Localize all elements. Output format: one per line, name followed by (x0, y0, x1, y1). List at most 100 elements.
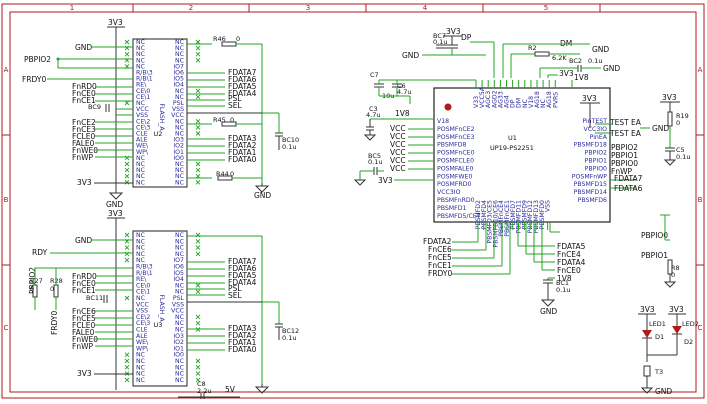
controller-right-pin-label: PBPIO2 (585, 150, 607, 157)
flash-u2-r46-ref: R46 (213, 35, 226, 43)
net-fnce2: FnCE2 (72, 118, 96, 127)
flash-u3-3v3-bottom: 3V3 (77, 369, 92, 378)
flash-u3-r27-ref: R27 (30, 277, 43, 285)
ctrl-vcc-4: VCC (390, 148, 406, 157)
flash-u3-right-nc-mark (195, 320, 201, 326)
flash-u2-right-nc-mark (195, 125, 201, 130)
ctrl-net-fnce1: FnCE1 (428, 261, 452, 270)
flash-u3-left-nc-mark (124, 358, 130, 364)
ctrl-bc7-value: 0.1u (433, 38, 447, 46)
frame-col-4: 4 (423, 4, 428, 12)
flash-u3-left-pin-label: CE\2 (136, 314, 150, 321)
ctrl-net-pbpio2: PBPIO2 (611, 143, 638, 152)
flash-u2-left-pin-label: WP\ (136, 149, 149, 156)
flash-u3-left-pins: NCNCNCNCNCR/B\3R/B\1RE\CE\0CE\1NCVCCVSSC… (124, 232, 153, 384)
controller-left-pin-label: POSMFnCE2 (437, 126, 475, 133)
flash-u2-left-pin-label: NC (136, 57, 145, 64)
controller-right-pin-label: PBSMFD15 (574, 181, 607, 188)
ctrl-led-gnd: GND (655, 387, 672, 396)
flash-u2-3v3-label: 3V3 (108, 18, 123, 27)
controller-bottom-pin-label: PBSMFnCE1 (504, 200, 511, 237)
ctrl-vcc-2: VCC (390, 132, 406, 141)
ctrl-3v3-r19: 3V3 (662, 93, 677, 102)
flash-u2-right-pin-label: IO3 (173, 137, 184, 144)
ctrl-net-pbpio0-bottom: PBPIO0 (641, 231, 668, 240)
flash-u3-left-nc-mark (124, 377, 130, 383)
flash-u3-3v3-label: 3V3 (108, 209, 123, 218)
flash-u2-left-pin-label: NC (136, 45, 145, 52)
flash-u3-c8-value: 2.2u (197, 387, 211, 395)
ctrl-net-pbpio1: PBPIO1 (611, 151, 638, 160)
controller-top-pin-label: V18 (528, 96, 535, 108)
ctrl-net-1v8: 1V8 (557, 274, 572, 283)
net-fdata4: FDATA4 (228, 89, 257, 98)
flash-u3-bc11: BC11 (86, 294, 103, 302)
net-fdata3: FDATA3 (228, 134, 257, 143)
flash-u3-right-pin-label: NC (175, 377, 184, 384)
flash-u3-net-fdata3: FDATA3 (228, 324, 257, 333)
ctrl-bc7-ref: BC7 (433, 32, 446, 40)
flash-u3-net-fnce5: FnCE5 (72, 314, 96, 323)
ctrl-test-ea-2: TEST EA (609, 129, 642, 138)
flash-u3-left-pin-label: RE\ (136, 276, 147, 283)
flash-u3-left-pin-label: NC (136, 238, 145, 245)
controller-right-pin-label: PBPIO1 (585, 158, 607, 165)
frame-row-b-right: B (698, 196, 703, 204)
controller-left-pin-label: PBSMFD8 (437, 142, 466, 149)
flash-u2-right-pin-label: NC (175, 51, 184, 58)
flash-u3-left-pin-label: NC (136, 257, 145, 264)
frame-row-a-right: A (698, 66, 703, 74)
flash-u3-right-pin-label: NC (175, 238, 184, 245)
flash-u3-left-pin-label: R/B\3 (136, 264, 153, 271)
flash-u2-left-pin-label: WE\ (136, 143, 149, 150)
flash-u3-r28 (53, 284, 59, 298)
flash-u2-bc10-value: 0.1u (282, 143, 296, 151)
flash-u2-left-pin-label: R/B\3 (136, 70, 153, 77)
flash-u3-left-pin-label: ALE (136, 333, 148, 340)
flash-u2-left-pin-label: NC (136, 179, 145, 186)
ctrl-net-fnce0: FnCE0 (557, 266, 581, 275)
frame-col-2: 2 (189, 4, 193, 12)
controller-bottom-pin-label: PBSMFnCE4 (498, 200, 505, 237)
ctrl-net-fnce5: FnCE5 (428, 253, 452, 262)
controller-right-pin-label: PBSMFD14 (574, 189, 607, 196)
controller-value: UP19-PS2251 (490, 144, 534, 152)
flash-u3-net-fnwe0: FnWE0 (72, 335, 98, 344)
net-fnrd0: FnRD0 (72, 82, 97, 91)
flash-u3-5v-label: 5V (225, 385, 236, 394)
controller-left-pin-label: POSMFnCE0 (437, 150, 475, 157)
controller-left-pin-label: POSMFCLE0 (437, 158, 474, 165)
flash-u2-left-pin-label: ALE (136, 137, 148, 144)
ctrl-c5-value: 0.1u (676, 153, 690, 161)
controller-top-pin-label: V33 (473, 96, 480, 108)
net-fnce0: FnCE0 (72, 89, 96, 98)
controller-u1-body (433, 87, 611, 223)
flash-u3-left-nc-mark (124, 245, 130, 250)
flash-u2-right-pin-label: NC (175, 88, 184, 95)
flash-u3-wiring: 3V3 GND RDY PBPIO2 FRDY0 R27 0 R28 0 FnR… (28, 209, 299, 399)
flash-u2-left-pin-label: NC (136, 167, 145, 174)
ctrl-net-pbpio1-bottom: PBPIO1 (641, 251, 668, 260)
flash-u2-value: FLASH_A (158, 103, 165, 131)
flash-u3-right-pin-label: NC (175, 289, 184, 296)
frame-row-b: B (4, 196, 9, 204)
flash-u3-left-pin-label: CE\3 (136, 320, 150, 327)
flash-u3-right-nc-mark (195, 289, 201, 295)
flash-u3-net-fnce1: FnCE1 (72, 286, 96, 295)
controller-right-pin-label: PBSMFD6 (578, 197, 607, 204)
flash-u3-left-pin-label: WP\ (136, 345, 149, 352)
flash-u2-right-pin-label: NC (175, 179, 184, 186)
frame-col-1: 1 (70, 4, 74, 12)
controller-left-pin-label: VCC3IO (437, 189, 461, 196)
flash-u2-right-nc-mark (195, 167, 201, 173)
flash-u3-net-fdata1: FDATA1 (228, 338, 257, 347)
flash-u3-right-nc-mark (195, 245, 201, 250)
flash-u2-right-pin-label: IO5 (173, 76, 184, 83)
flash-u3-net-fcle0: FCLE0 (72, 321, 95, 330)
net-sel: SEL (228, 101, 242, 110)
controller-bottom-pin-label: PBSMFD11 (516, 200, 523, 233)
flash-u3-left-pin-label: NC (136, 232, 145, 239)
flash-u2-right-pin-label: NC (175, 94, 184, 101)
controller-top-pin-label: AG18 (546, 91, 553, 108)
flash-u3-left-pin-label: WE\ (136, 339, 149, 346)
